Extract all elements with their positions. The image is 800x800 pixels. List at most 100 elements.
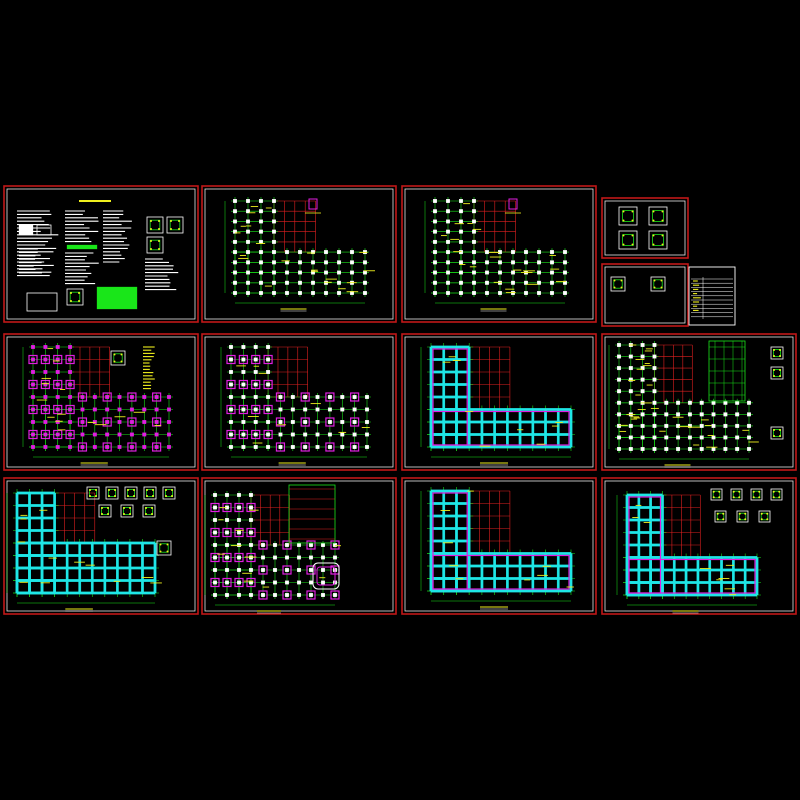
column (711, 400, 716, 405)
column (233, 270, 237, 275)
sheet-border (604, 480, 794, 612)
detail-rebar (159, 543, 169, 553)
footing (234, 552, 244, 563)
rebar-dot (152, 489, 154, 491)
column (43, 407, 48, 412)
column (365, 445, 369, 449)
footing (40, 404, 50, 415)
footing (40, 429, 50, 440)
column (711, 447, 716, 451)
rebar-dot (652, 210, 655, 213)
detail-rebar (772, 490, 781, 499)
beam (506, 553, 509, 592)
footing (65, 354, 75, 365)
rebar-dot (660, 279, 663, 282)
column (55, 432, 60, 437)
sheet-frame (3, 477, 199, 615)
column (213, 555, 217, 560)
column (253, 432, 258, 437)
column (652, 389, 657, 394)
beam (455, 553, 458, 592)
column (233, 280, 237, 285)
footing (226, 379, 236, 390)
column (31, 445, 35, 449)
beam (430, 502, 470, 505)
column (43, 395, 48, 399)
column (68, 345, 73, 349)
column (285, 270, 289, 275)
column (253, 345, 258, 349)
column (640, 435, 645, 440)
footing (234, 527, 244, 538)
sheet-border (404, 188, 594, 320)
column (363, 260, 367, 265)
footing (246, 552, 256, 563)
detail-rebar (149, 219, 161, 231)
rebar-dot (716, 512, 719, 515)
beam (430, 420, 572, 424)
footing (226, 404, 236, 415)
legend-bar (66, 244, 98, 250)
footing (238, 404, 248, 415)
column (433, 239, 437, 244)
column (246, 270, 250, 275)
column (699, 435, 704, 440)
column (617, 354, 621, 359)
column (142, 432, 147, 437)
beam (626, 581, 758, 584)
column (213, 593, 217, 597)
detail-section (648, 206, 668, 226)
column (537, 270, 541, 275)
column (446, 260, 450, 265)
column (298, 280, 302, 285)
column (266, 370, 271, 374)
beam (506, 409, 509, 448)
column (259, 280, 263, 285)
rebar-dot (107, 513, 109, 515)
rebar-dot (722, 512, 725, 515)
rebar-dot (178, 220, 180, 222)
footing (251, 354, 261, 365)
column (241, 357, 246, 362)
detail-section (166, 216, 184, 234)
column (472, 291, 476, 295)
column (352, 395, 357, 399)
column (246, 280, 250, 285)
column (365, 432, 369, 437)
sheet-border (204, 188, 394, 320)
detail-section (650, 276, 666, 292)
footing (102, 442, 112, 452)
column (459, 260, 463, 265)
rebar-dot (127, 489, 129, 491)
column (241, 445, 246, 449)
column (272, 229, 276, 234)
rebar-dot (744, 518, 747, 521)
column (266, 395, 271, 399)
column (233, 219, 237, 224)
drawing-sheet (201, 185, 397, 323)
column (285, 280, 289, 285)
rebar-dot (78, 300, 80, 302)
column (249, 568, 253, 572)
footing (53, 379, 63, 390)
footing (238, 354, 248, 365)
column (105, 432, 110, 437)
footing (222, 577, 232, 588)
column (249, 530, 253, 535)
rebar-dot (89, 489, 91, 491)
column (142, 420, 147, 424)
detail-rebar (773, 348, 782, 357)
column (233, 229, 237, 234)
column (333, 555, 337, 560)
column (31, 382, 35, 387)
column (446, 280, 450, 285)
column (303, 420, 308, 424)
detail-rebar (613, 279, 623, 289)
detail-section (648, 230, 668, 250)
column (687, 435, 692, 440)
column (723, 423, 728, 428)
column (259, 250, 263, 255)
footing (300, 442, 310, 452)
column (324, 250, 328, 255)
rebar-dot (773, 375, 775, 377)
